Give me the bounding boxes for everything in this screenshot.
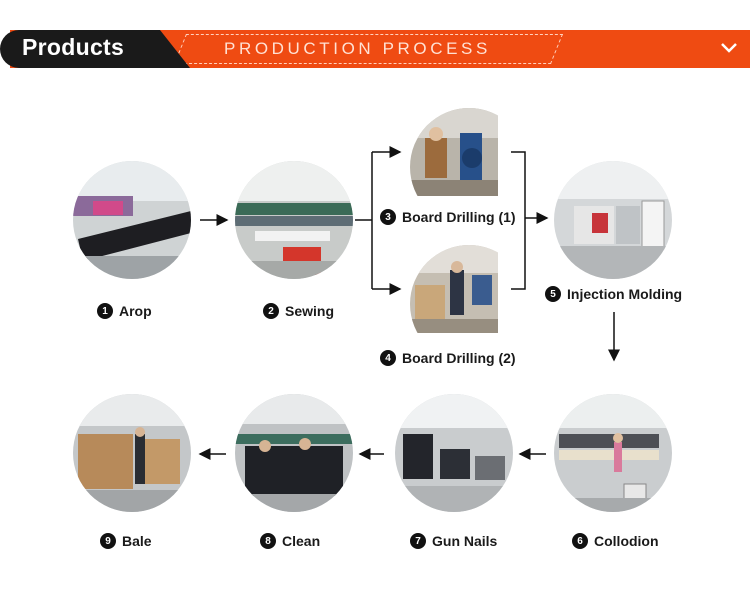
header-banner: PRODUCTION PROCESS Products [0,30,750,68]
photo-sewing [235,161,353,279]
step-label-4: 4 Board Drilling (2) [380,350,516,366]
chevron-down-icon[interactable] [717,36,741,60]
photo-bale [73,394,191,512]
photo-gun-nails [395,394,513,512]
step-number-badge: 2 [263,303,279,319]
step-number-badge: 7 [410,533,426,549]
step-label-2: 2 Sewing [263,303,334,319]
step-label-text: Bale [122,533,152,549]
step-label-3: 3 Board Drilling (1) [380,209,516,225]
step-number-badge: 5 [545,286,561,302]
merge-bracket [511,151,526,290]
step-label-text: Clean [282,533,321,549]
step-label-1: 1 Arop [97,303,152,319]
photo-clean [235,394,353,512]
step-label-7: 7 Gun Nails [410,533,497,549]
step-label-6: 6 Collodion [572,533,659,549]
step-label-text: Arop [119,303,152,319]
step-label-text: Sewing [285,303,335,319]
header-title-pill [0,30,190,68]
header-title: Products [22,34,125,60]
step-label-text: Board Drilling (2) [402,350,516,366]
header-subtitle: PRODUCTION PROCESS [224,39,491,58]
step-number-badge: 8 [260,533,276,549]
step-label-text: Injection Molding [567,286,683,302]
step-number-badge: 1 [97,303,113,319]
photo-injection-molding [554,161,672,279]
step-label-text: Gun Nails [432,533,498,549]
step-label-9: 9 Bale [100,533,152,549]
photo-arop [73,161,191,279]
step-label-8: 8 Clean [260,533,320,549]
step-number-badge: 3 [380,209,396,225]
photo-collodion [554,394,672,512]
step-label-5: 5 Injection Molding [545,286,682,302]
step-label-text: Board Drilling (1) [402,209,516,225]
photo-board-drilling-2 [410,245,528,363]
step-number-badge: 4 [380,350,396,366]
step-number-badge: 9 [100,533,116,549]
step-label-text: Collodion [594,533,659,549]
step-number-badge: 6 [572,533,588,549]
